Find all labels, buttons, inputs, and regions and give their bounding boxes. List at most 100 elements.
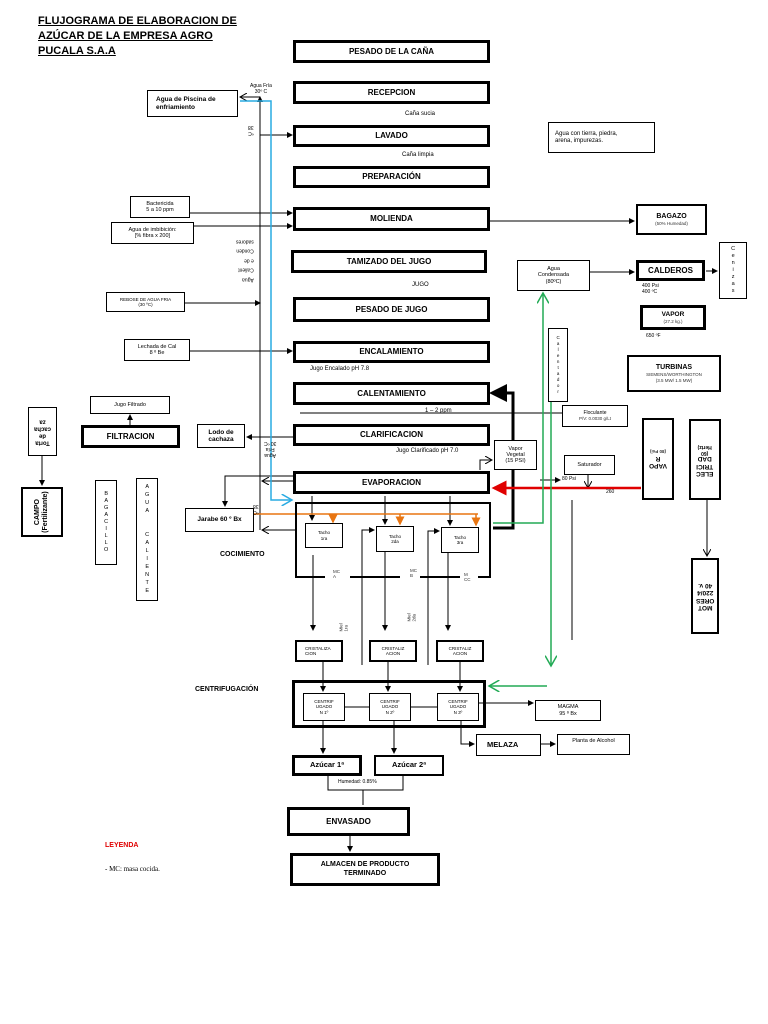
box-bagacillo: BAGACILLO [95,480,117,565]
line-condensado-up [493,293,543,524]
step-label: TAMIZADO DEL JUGO [346,256,432,266]
line-melaza [460,721,475,747]
step-calentamiento: CALENTAMIENTO [293,382,490,405]
line-miel1-techo2 [361,527,375,665]
step-label: CLARIFICACION [359,430,424,440]
label-centrifugacion: CENTRIFUGACIÓN [195,686,259,693]
box-planta-alcohol: Planta de Alcohol [557,734,630,755]
label-dosis-floculante: 1 – 2 ppm [425,408,452,414]
label-cana-limpia: Caña limpia [402,152,434,158]
box-campo: CAMPO(Fertilizante) [21,487,63,537]
box-jarabe: Jarabe 60 º Bx [185,508,254,532]
step-label: PESADO DE LA CAÑA [348,46,435,56]
step-label: EVAPORACION [362,477,421,487]
box-agua-imbibicion: Agua de imbibición:[% fibra x 200] [111,222,194,244]
label-260: 260 [606,489,615,495]
step-label: LAVADO [375,131,408,141]
box-azucar-1: Azúcar 1ª [292,755,362,776]
step-envasado: ENVASADO [287,807,410,836]
box-saturador: Saturador [564,455,615,475]
title-line: FLUJOGRAMA DE ELABORACION DE [38,15,237,27]
line-vapor-vegetal-cocimiento [493,470,515,530]
label-cana-sucia: Caña sucia [405,111,436,117]
step-molienda: MOLIENDA [293,207,490,231]
step-recepcion: RECEPCION [293,81,490,104]
line-vapor-vegetal [479,460,492,470]
box-cenizas: Cenizas [719,242,747,299]
step-clarificacion: CLARIFICACION [293,424,490,446]
legend-item: - MC: masa cocida. [105,865,160,873]
line-agua-fria [240,100,292,500]
step-pesado-cana: PESADO DE LA CAÑA [293,40,490,63]
box-agua-tierra: Agua con tierra, piedra,arena, impurezas… [548,122,655,153]
step-tamizado: TAMIZADO DEL JUGO [291,250,487,273]
step-label: PREPARACIÓN [362,172,421,182]
box-filtracion: FILTRACION [81,425,180,448]
label-jugo: JUGO [412,282,429,288]
step-pesado-jugo: PESADO DE JUGO [293,297,490,322]
step-label: ENCALAMIENTO [359,347,424,357]
line-az-join [327,776,404,791]
label-jugo-encalado: Jugo Encalado pH 7.8 [310,366,370,372]
step-label: PESADO DE JUGO [355,304,428,314]
box-vapor: VAPOR(27.2 kg.) [640,305,706,330]
title-line: PUCALA S.A.A [38,44,116,57]
step-preparacion: PREPARACIÓN [293,166,490,188]
label-cocimiento: COCIMIENTO [220,551,265,558]
legend-title: LEYENDA [105,842,139,849]
box-bagazo: BAGAZO(50% Humedad) [636,204,707,235]
step-label: MOLIENDA [370,214,413,224]
box-calderos: CALDEROS [636,260,705,281]
step-lavado: LAVADO [293,125,490,147]
step-label: RECEPCION [367,87,416,97]
box-calentador: Calentador [548,328,568,402]
step-label: CALENTAMIENTO [357,388,426,398]
step-evaporacion: EVAPORACION [293,471,490,494]
label-vapor-temp: 650 ºF [646,333,661,339]
label-humedad: Humedad: 0.85% [338,779,377,785]
group-cocimiento [295,502,491,578]
box-melaza: MELAZA [476,734,541,756]
label-jugo-clarificado: Jugo Clarificado pH 7.0 [396,448,459,454]
title-line: AZÚCAR DE LA EMPRESA AGRO [38,29,213,42]
diagram-title: FLUJOGRAMA DE ELABORACION DE AZÚCAR DE L… [38,14,237,59]
step-encalamiento: ENCALAMIENTO [293,341,490,363]
group-centrifugacion [292,680,486,728]
line-miel2-techo3 [427,528,440,665]
box-jugo-filtrado: Jugo Filtrado [90,396,170,414]
label-80psi: 80 Psi [562,476,576,482]
box-azucar-2: Azúcar 2ª [374,755,444,776]
box-rebose: REBOSE DE AGUA FRIA(30 ºC) [106,292,185,312]
